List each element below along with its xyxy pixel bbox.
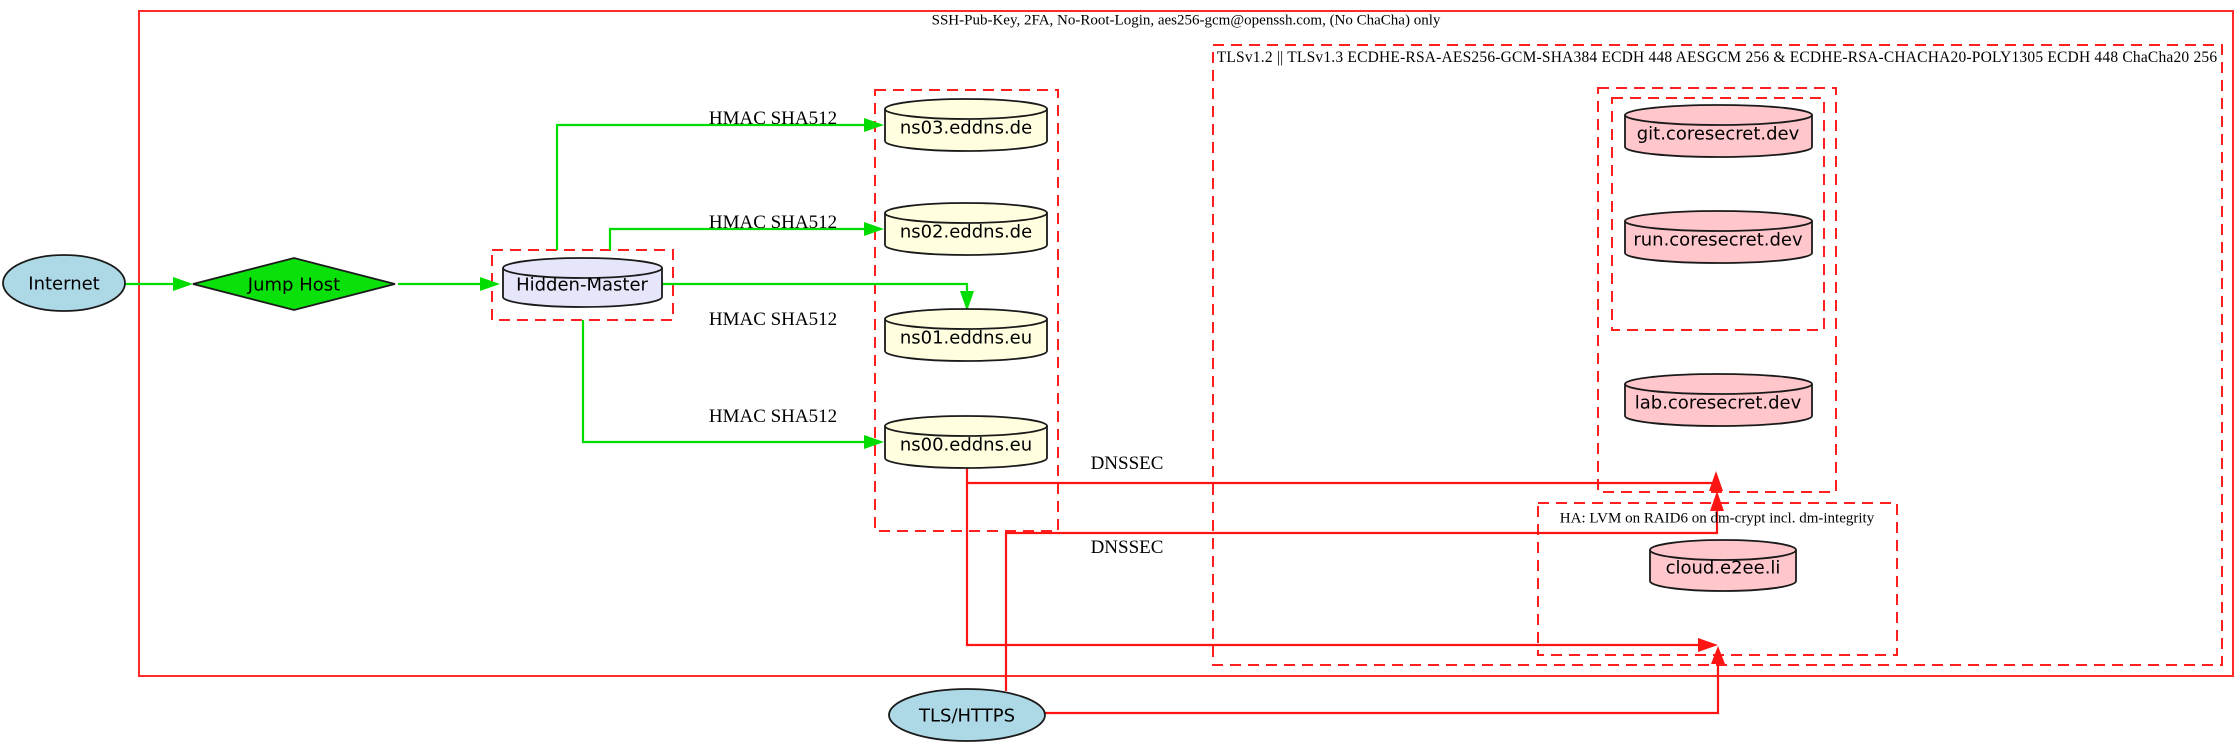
edge-tlshttps-ha	[1045, 662, 1720, 715]
lab-label: lab.coresecret.dev	[1634, 392, 1802, 414]
ns02-node	[884, 202, 1048, 256]
run-node	[1624, 210, 1813, 264]
tls-https-node	[888, 688, 1046, 742]
arrowhead-coresecret-1	[1709, 471, 1723, 491]
edge-hiddenmaster-ns00	[581, 320, 866, 444]
git-node	[1624, 104, 1813, 158]
ns01-node	[884, 308, 1048, 362]
ns03-label: ns03.eddns.de	[899, 117, 1033, 139]
ns01-node-rim	[884, 318, 1048, 330]
gitrun-cluster-box	[1611, 97, 1825, 331]
edge-label-hmac-ns00: HMAC SHA512	[708, 406, 838, 427]
internet-node	[2, 254, 126, 312]
arrowhead-ha-up	[1711, 646, 1725, 664]
edge-label-hmac-ns03: HMAC SHA512	[708, 108, 838, 129]
cloud-label: cloud.e2ee.li	[1665, 557, 1781, 579]
jump-host-node	[192, 257, 396, 311]
run-node-rim	[1624, 220, 1813, 232]
edge-ns00-ha-dnssec	[965, 483, 1700, 647]
edge-hiddenmaster-ns01	[662, 282, 969, 293]
cloud-node-rim	[1649, 549, 1797, 561]
lab-node-rim	[1624, 383, 1813, 395]
hidden-master-node-rim	[502, 267, 663, 279]
ns02-node-rim	[884, 212, 1048, 224]
edge-ns00-coresecret-dnssec	[965, 468, 1716, 485]
tls-https-label: TLS/HTTPS	[918, 705, 1016, 727]
git-label: git.coresecret.dev	[1636, 123, 1800, 145]
eddns-cluster-box	[874, 89, 1059, 532]
edge-label-dnssec-1: DNSSEC	[1090, 453, 1164, 474]
internet-label: Internet	[28, 273, 100, 295]
arrowhead-ns01	[960, 291, 974, 311]
arrowhead-internet-jumphost	[173, 277, 193, 291]
ns00-label: ns00.eddns.eu	[899, 434, 1033, 456]
arrowhead-coresecret-2	[1710, 491, 1724, 511]
ns00-node-rim	[884, 425, 1048, 437]
hidden-master-label: Hidden-Master	[516, 274, 648, 296]
arrowhead-ns03	[864, 118, 884, 132]
ssh-cluster-box	[138, 10, 2234, 677]
git-node-rim	[1624, 114, 1813, 126]
edge-tlshttps-coresecret	[1004, 509, 1719, 691]
edge-label-hmac-ns01: HMAC SHA512	[708, 309, 838, 330]
ns00-node	[884, 415, 1048, 469]
edge-label-dnssec-2: DNSSEC	[1090, 537, 1164, 558]
run-label: run.coresecret.dev	[1633, 229, 1803, 251]
lab-node	[1624, 373, 1813, 427]
ns01-label: ns01.eddns.eu	[899, 327, 1033, 349]
edge-hiddenmaster-ns03	[555, 123, 866, 250]
arrowhead-ha-right	[1698, 638, 1718, 652]
hidden-master-node	[502, 257, 663, 308]
jump-host-label: Jump Host	[247, 274, 341, 296]
tls-cluster-label: TLSv1.2 || TLSv1.3 ECDHE-RSA-AES256-GCM-…	[1216, 49, 2218, 66]
ns03-node-rim	[884, 108, 1048, 120]
ssh-cluster-label: SSH-Pub-Key, 2FA, No-Root-Login, aes256-…	[931, 12, 1441, 29]
edge-hiddenmaster-ns02	[608, 227, 866, 250]
arrowhead-ns00	[864, 435, 884, 449]
ns03-node	[884, 98, 1048, 152]
edge-label-hmac-ns02: HMAC SHA512	[708, 212, 838, 233]
cloud-node	[1649, 539, 1797, 592]
ha-cluster-label: HA: LVM on RAID6 on dm-crypt incl. dm-in…	[1559, 510, 1875, 527]
arrowhead-ns02	[864, 222, 884, 236]
arrowhead-jumphost-hiddenmaster	[480, 277, 500, 291]
ns02-label: ns02.eddns.de	[899, 221, 1033, 243]
